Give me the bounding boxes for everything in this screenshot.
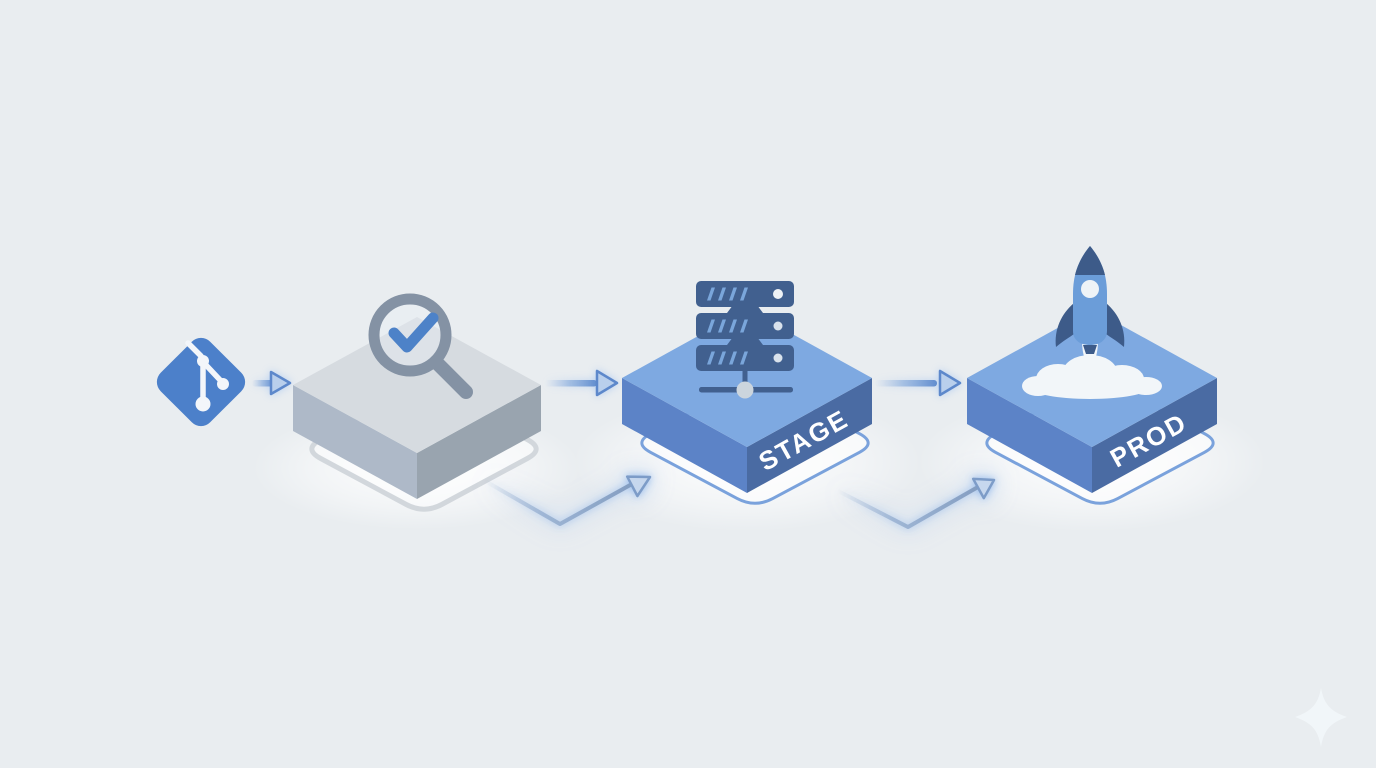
magnifier-ring bbox=[368, 293, 452, 377]
sparkle-icon bbox=[1295, 688, 1347, 747]
promote-arrowhead-1 bbox=[625, 475, 652, 498]
promote-arrow-stage-to-prod bbox=[836, 477, 996, 529]
arrowhead-2 bbox=[595, 369, 619, 397]
rocket-nose bbox=[1075, 246, 1105, 275]
arrowhead-1 bbox=[269, 370, 292, 396]
prod-platform: PROD bbox=[967, 246, 1217, 493]
server-node-sphere bbox=[736, 381, 754, 399]
rocket-window bbox=[1081, 280, 1099, 298]
stage-platform: STAGE bbox=[622, 281, 872, 493]
check-mark bbox=[388, 312, 439, 353]
prod-left-face bbox=[967, 378, 1092, 493]
git-icon bbox=[185, 340, 229, 412]
rocket-nozzle bbox=[1083, 345, 1097, 354]
arrowhead-3 bbox=[938, 369, 962, 397]
rocket-icon bbox=[1022, 246, 1162, 399]
rocket-left-fin bbox=[1055, 303, 1074, 347]
promote-arrowhead-2 bbox=[971, 477, 996, 500]
validate-left-face bbox=[293, 385, 417, 499]
git-node bbox=[156, 337, 246, 427]
arrow-validate-to-stage bbox=[545, 369, 619, 397]
stage-right-face bbox=[747, 378, 872, 493]
validate-platform bbox=[293, 293, 541, 499]
stage-left-face bbox=[622, 378, 747, 493]
arrow-git-to-validate bbox=[252, 370, 292, 396]
promote-arrow-validate-to-stage bbox=[483, 475, 652, 526]
server-rack-icon bbox=[696, 281, 794, 399]
validate-top-face bbox=[293, 317, 541, 453]
validate-right-face bbox=[417, 385, 541, 499]
magnifier-handle bbox=[429, 355, 473, 399]
arrow-stage-to-prod bbox=[875, 369, 962, 397]
launch-cloud bbox=[1022, 355, 1162, 399]
rocket-right-fin bbox=[1106, 303, 1125, 347]
prod-right-face bbox=[1092, 378, 1217, 493]
magnifier-check-icon bbox=[368, 293, 473, 399]
